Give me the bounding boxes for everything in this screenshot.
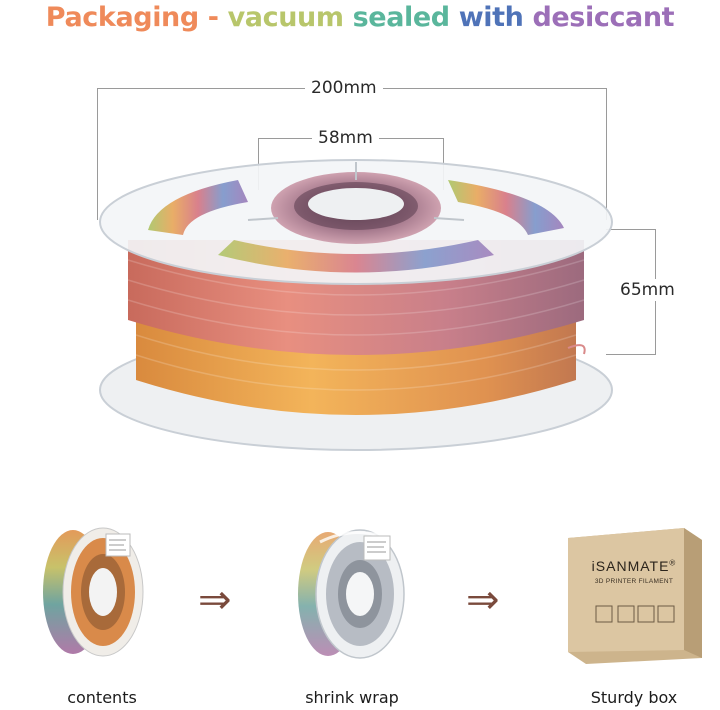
title-part-1: Packaging - (45, 2, 228, 33)
shrink-wrap-spool-image (298, 529, 405, 659)
title-part-3: sealed (352, 2, 459, 33)
outer-diameter-line-right (606, 88, 607, 220)
box-subtitle: 3D PRINTER FILAMENT (594, 578, 674, 585)
rainbow-window-left (148, 180, 248, 235)
contents-spool-image (43, 527, 144, 657)
title-part-5: desiccant (532, 2, 675, 33)
rainbow-window-bottom (218, 240, 494, 273)
page-title: Packaging - vacuum sealed with desiccant (0, 0, 720, 36)
outer-diameter-line-left (97, 88, 98, 220)
box-shape (568, 528, 702, 664)
step-label-shrink-wrap: shrink wrap (305, 688, 399, 707)
outer-diameter-label: 200mm (305, 77, 383, 99)
step-label-sturdy-box: Sturdy box (590, 688, 678, 707)
width-label: 65mm (614, 279, 681, 301)
width-line-top (606, 229, 656, 230)
box-brand-name: iSANMATE (591, 558, 670, 574)
box-registered: ® (669, 558, 677, 568)
title-part-4: with (458, 2, 533, 33)
step-label-contents: contents (67, 688, 137, 707)
right-double-arrow-icon: ⇒ (466, 577, 500, 623)
sturdy-box-image: iSANMATE® 3D PRINTER FILAMENT (556, 518, 706, 668)
inner-diameter-label: 58mm (312, 127, 379, 149)
filament-spool-image (99, 159, 613, 451)
right-double-arrow-icon: ⇒ (198, 577, 232, 623)
box-brand: iSANMATE® (584, 558, 684, 574)
width-line-bottom (606, 354, 656, 355)
rainbow-window-right (448, 180, 564, 235)
title-part-2: vacuum (227, 2, 353, 33)
